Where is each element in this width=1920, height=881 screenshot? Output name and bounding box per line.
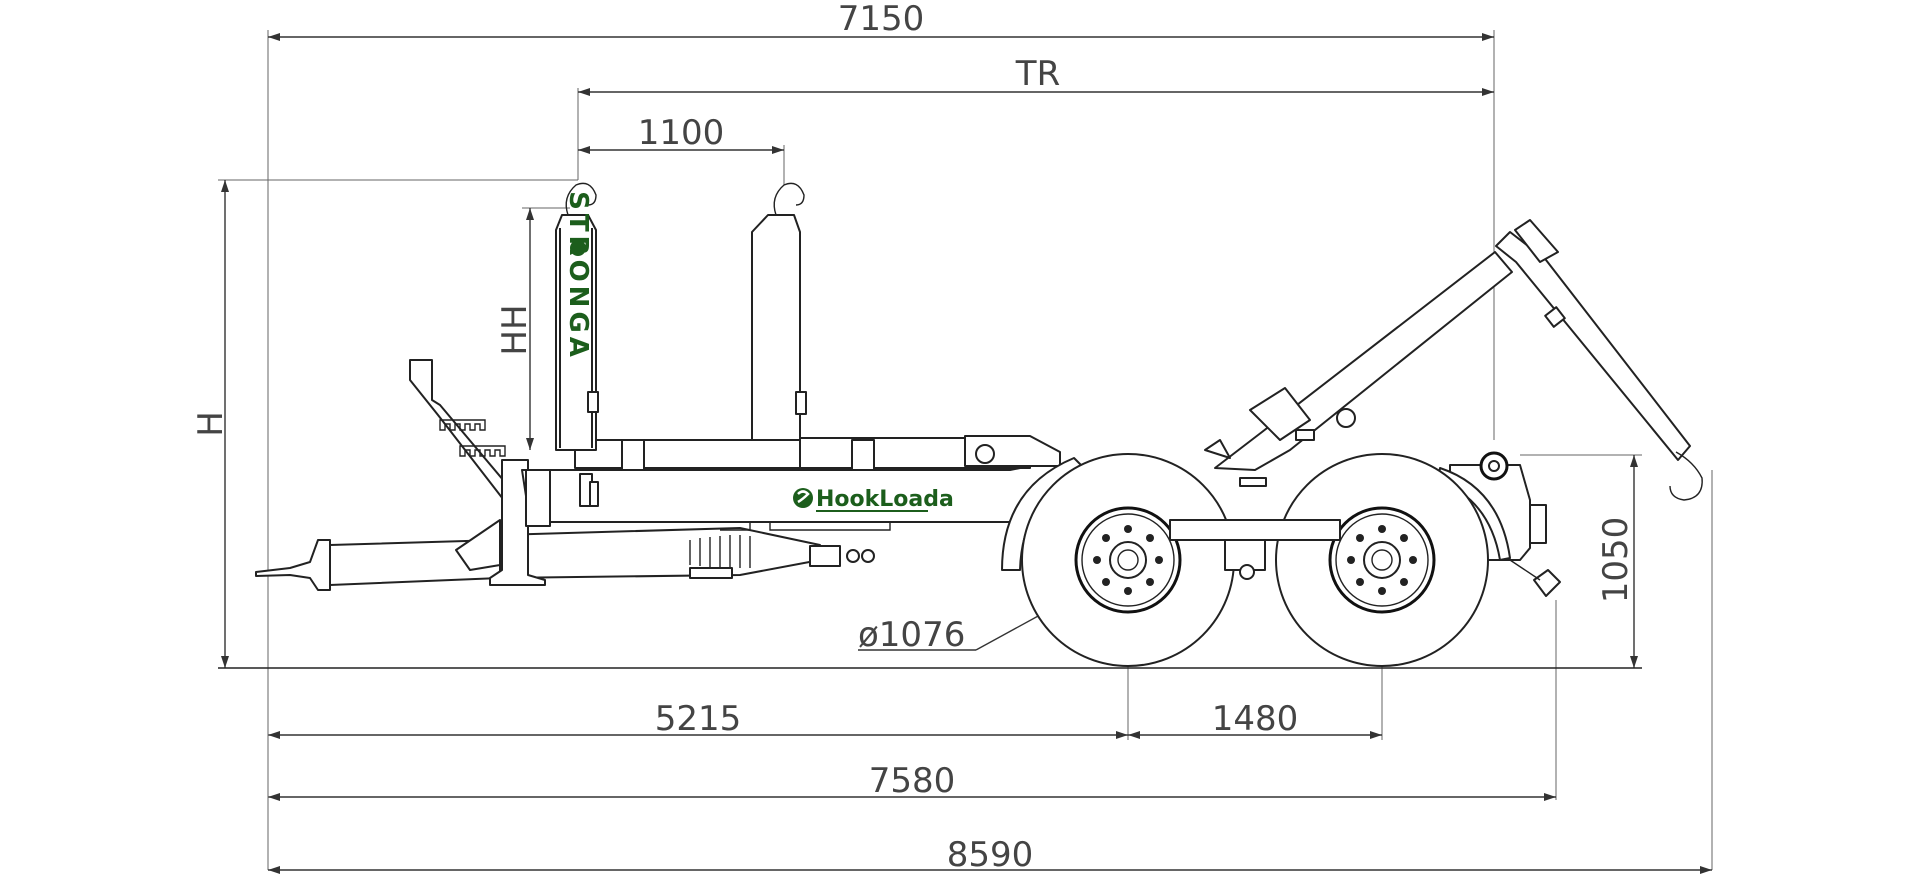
dim-label-7580: 7580 bbox=[869, 761, 956, 801]
front-wheel bbox=[1021, 453, 1235, 667]
drawbar bbox=[255, 519, 875, 591]
dimension-1480: 1480 bbox=[1128, 699, 1382, 739]
dim-label-1050: 1050 bbox=[1596, 517, 1636, 604]
dimension-hh: HH bbox=[495, 207, 570, 450]
dim-label-8590: 8590 bbox=[947, 835, 1034, 875]
suspension bbox=[1169, 519, 1341, 580]
dimension-1100: 1100 bbox=[578, 113, 785, 185]
dimension-h: H bbox=[191, 179, 578, 669]
dimension-tr: TR bbox=[577, 54, 1494, 180]
dimension-wheel-diameter: ø1076 bbox=[858, 614, 1041, 655]
dimension-8590: 8590 bbox=[267, 470, 1713, 875]
stronga-logo-mark bbox=[570, 240, 586, 256]
dim-label-wheel-diameter: ø1076 bbox=[858, 615, 965, 655]
main-frame bbox=[521, 435, 1061, 531]
dimension-7150: 7150 bbox=[267, 0, 1495, 675]
dimension-1050: 1050 bbox=[1520, 454, 1642, 669]
dim-label-7150: 7150 bbox=[838, 0, 925, 39]
dim-label-tr: TR bbox=[1015, 54, 1060, 94]
hook-arm bbox=[1204, 219, 1703, 501]
dimension-7580: 7580 bbox=[268, 600, 1557, 801]
front-stand bbox=[409, 359, 546, 586]
rear-bar bbox=[751, 182, 807, 441]
hookloada-logo-text: HookLoada bbox=[816, 487, 954, 512]
dim-label-h: H bbox=[191, 411, 231, 437]
dim-label-1100: 1100 bbox=[638, 113, 725, 153]
dim-label-5215: 5215 bbox=[655, 699, 742, 739]
stronga-label: STRONGA bbox=[563, 191, 593, 361]
dim-label-hh: HH bbox=[495, 304, 535, 355]
dim-label-1480: 1480 bbox=[1212, 699, 1299, 739]
hookloada-logo: HookLoada bbox=[793, 487, 954, 512]
rear-wheel bbox=[1275, 453, 1489, 667]
front-bar: STRONGA bbox=[555, 182, 599, 451]
